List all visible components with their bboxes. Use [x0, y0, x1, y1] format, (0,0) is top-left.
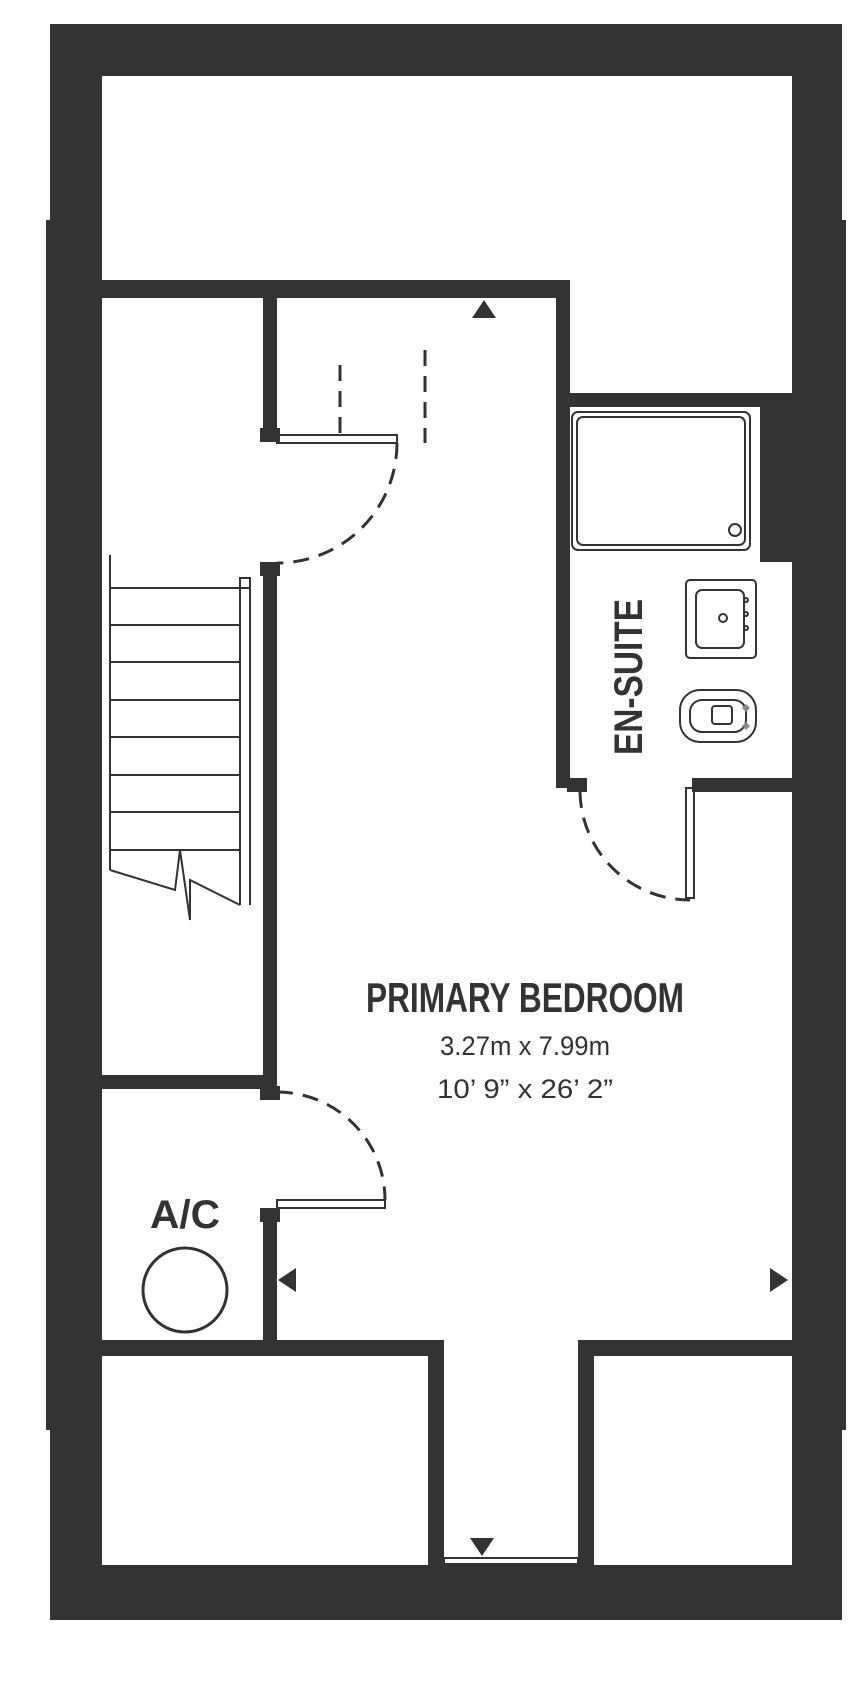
room-name-ac: A/C — [150, 1193, 220, 1237]
room-size-imperial: 10’ 9” x 26’ 2” — [437, 1074, 613, 1104]
ac-unit-icon — [141, 1246, 229, 1334]
room-size-metric: 3.27m x 7.99m — [440, 1031, 610, 1061]
shower-tray-icon — [571, 411, 751, 551]
room-name-primary-bedroom: PRIMARY BEDROOM — [366, 974, 684, 1021]
outer-walls — [46, 24, 846, 1620]
front-step — [433, 1557, 589, 1581]
internal-walls — [102, 280, 792, 1570]
door-swing-icon — [567, 778, 712, 902]
toilet-icon — [679, 689, 757, 743]
basin-icon — [685, 579, 757, 659]
direction-arrow-icon — [278, 300, 788, 1556]
stair-icon — [109, 555, 251, 921]
room-name-en-suite: EN-SUITE — [607, 599, 651, 755]
door-swing-icon — [260, 350, 427, 576]
door-swing-icon — [260, 1086, 387, 1222]
